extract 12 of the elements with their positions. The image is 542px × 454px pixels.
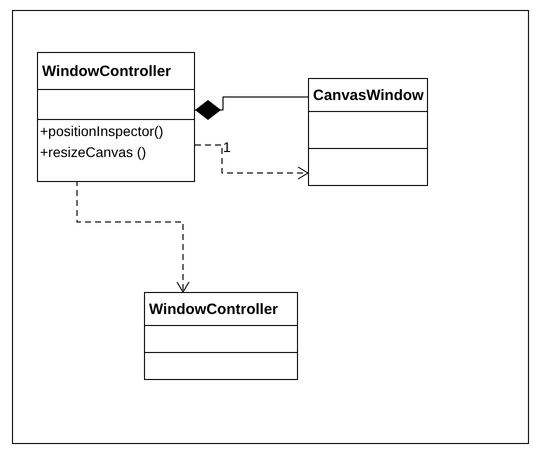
method-text: +positionInspector() [40, 122, 164, 141]
multiplicity-label: 1 [223, 140, 231, 154]
class-name: WindowController [42, 62, 172, 80]
method-text: +resizeCanvas () [40, 143, 148, 162]
class-name: WindowController [149, 300, 278, 318]
class-box [144, 292, 298, 380]
composition-line [194, 96, 308, 120]
dependency-arrow [194, 144, 308, 180]
dependency-arrow [76, 180, 190, 292]
class-box [308, 78, 428, 186]
class-box [37, 52, 195, 182]
class-name: CanvasWindow [313, 86, 424, 104]
